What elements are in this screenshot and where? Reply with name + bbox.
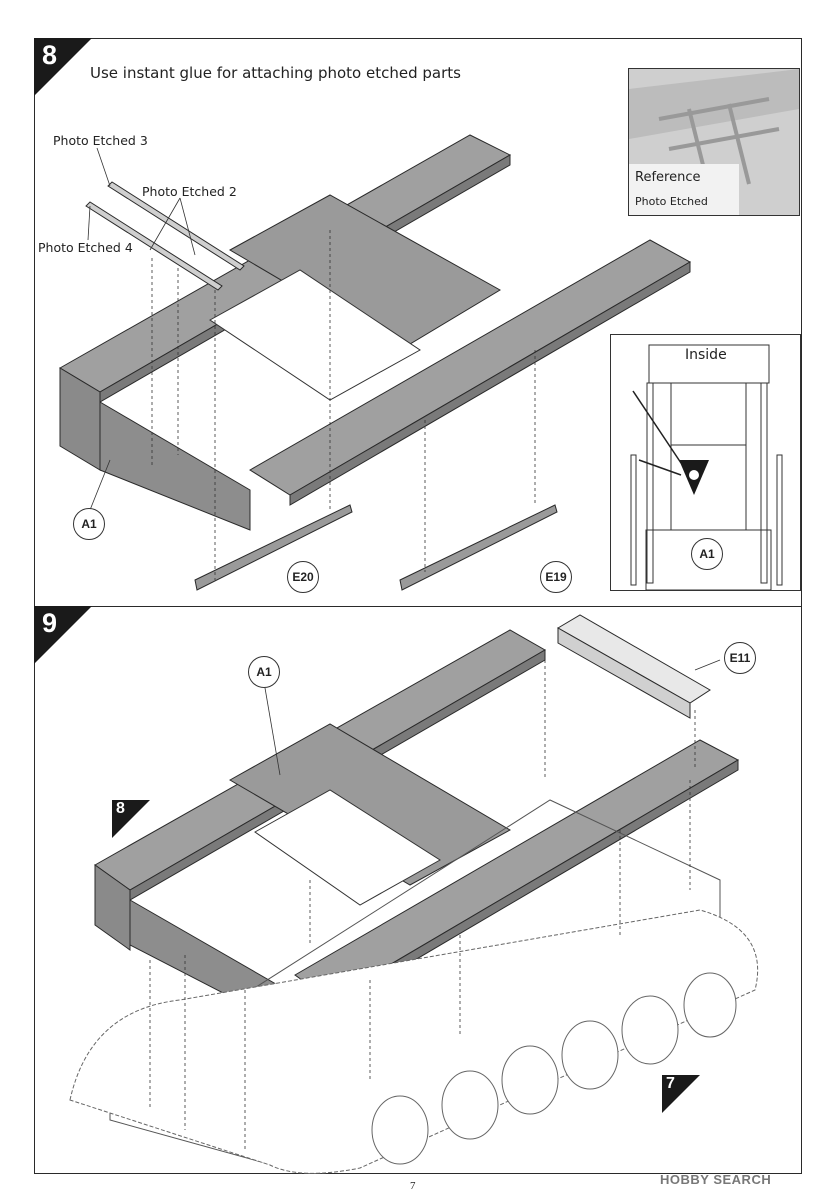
step9-part-callout-a1: A1	[248, 656, 280, 688]
e11-leader	[694, 659, 721, 671]
step9-from-tab	[112, 800, 150, 838]
reference-photo-image	[629, 69, 799, 215]
part-callout-e20: E20	[287, 561, 319, 593]
reference-subtitle: Photo Etched	[635, 195, 708, 208]
inset-title: Inside	[685, 347, 727, 363]
reference-photo: Reference Photo Etched	[628, 68, 800, 216]
step9-part-callout-e11: E11	[724, 642, 756, 674]
inset-part-callout-a1: A1	[691, 538, 723, 570]
e11-part	[557, 614, 711, 719]
step-8-instruction: Use instant glue for attaching photo etc…	[90, 64, 461, 82]
step9-to-step-number: 7	[666, 1075, 675, 1092]
step-8-tab	[34, 38, 92, 96]
photo-etched-strips	[85, 181, 245, 291]
inside-detail-inset: Inside A1	[610, 334, 801, 591]
label-photo-etched-2: Photo Etched 2	[142, 184, 237, 199]
label-photo-etched-4: Photo Etched 4	[38, 240, 133, 255]
leader-lines	[87, 147, 196, 511]
step9-guide-lines	[149, 660, 696, 1150]
part-callout-e19: E19	[540, 561, 572, 593]
step8-guide-lines	[151, 230, 536, 580]
label-photo-etched-3: Photo Etched 3	[53, 133, 148, 148]
watermark: HOBBY SEARCH	[660, 1172, 772, 1187]
a1-leader-9	[264, 687, 281, 776]
step9-from-step-number: 8	[116, 800, 125, 817]
reference-title: Reference	[635, 170, 701, 185]
inside-detail-drawing	[630, 344, 783, 590]
step9-hull-plate	[94, 629, 740, 1031]
track-and-wheels	[69, 909, 759, 1174]
step-8-number: 8	[42, 40, 58, 70]
step-9-tab	[34, 606, 92, 664]
e20-e19-strips	[194, 504, 558, 591]
step9-to-tab	[662, 1075, 700, 1113]
part-callout-a1: A1	[73, 508, 105, 540]
page-number: 7	[410, 1180, 416, 1192]
step-9-number: 9	[42, 608, 58, 638]
step8-hull-plate	[59, 134, 692, 531]
